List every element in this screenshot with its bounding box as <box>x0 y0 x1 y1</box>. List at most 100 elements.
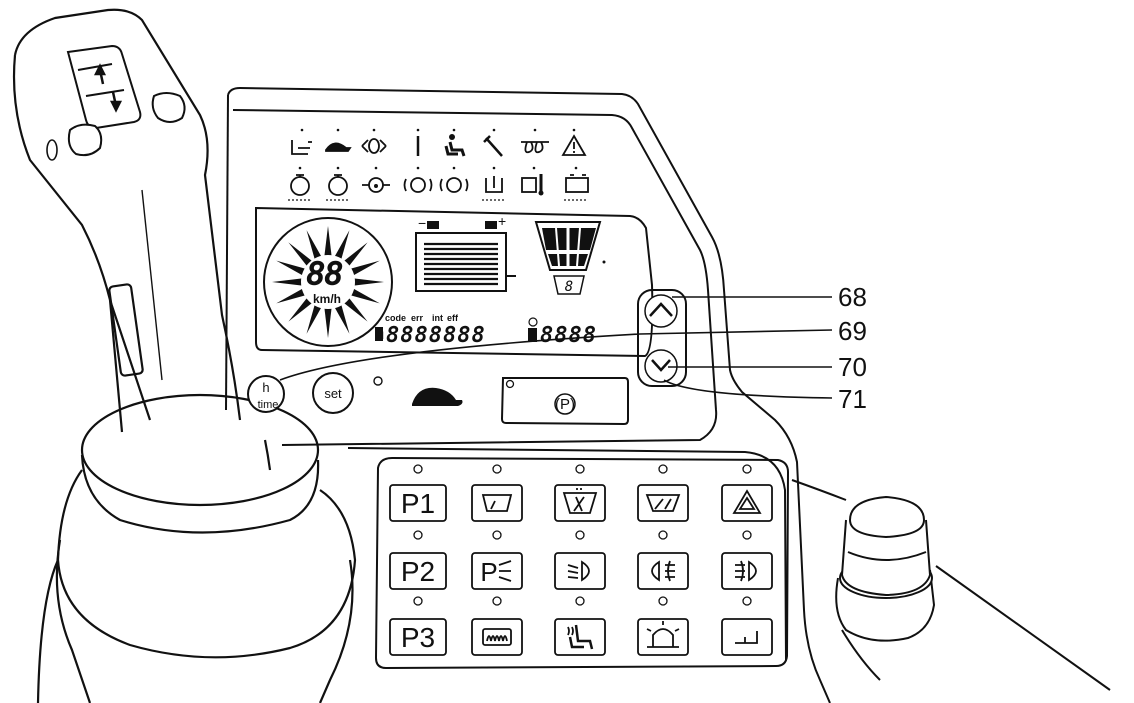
switch-led <box>575 596 585 606</box>
low-beam-button[interactable] <box>554 530 606 590</box>
engine-oil-temp-icon <box>326 166 350 201</box>
gear-digit: 8 <box>565 279 573 295</box>
joystick-side-button[interactable] <box>46 139 58 161</box>
switch-led <box>658 464 668 474</box>
heated-seat-button[interactable] <box>554 596 606 656</box>
set-button[interactable]: set <box>312 372 354 414</box>
battery-charge-icon <box>564 166 589 201</box>
up-down-button-frame <box>637 289 687 387</box>
parking-brake-led <box>505 379 515 389</box>
chevron-up-icon <box>649 302 673 317</box>
speedometer-ray <box>288 242 313 267</box>
odometer: 8888 <box>528 317 596 348</box>
fuel-level-icon <box>416 128 420 156</box>
battery-minus: − <box>418 215 426 231</box>
speedometer-ray <box>306 230 322 260</box>
rear-wiper-icon <box>645 494 681 512</box>
coolant-temp-icon <box>521 166 544 196</box>
switch-led <box>742 596 752 606</box>
parking-brake-button[interactable]: (P) <box>500 377 629 426</box>
rear-wiper-button[interactable] <box>637 464 689 522</box>
set-button-label: set <box>324 386 342 401</box>
callout-69: 69 <box>838 316 867 346</box>
beacon-icon <box>646 621 680 648</box>
left-thumb-button[interactable] <box>67 123 103 157</box>
hour-time-button[interactable]: h time <box>247 375 285 413</box>
speedometer-ray <box>350 260 380 276</box>
service-wrench-icon <box>483 128 503 157</box>
hour-counter-label: eff <box>447 313 459 323</box>
rear-fog-button[interactable] <box>721 530 773 590</box>
front-fog-button[interactable] <box>637 530 689 590</box>
low-beam-icon <box>567 560 590 582</box>
front-fog-icon <box>651 560 675 582</box>
right-thumb-button[interactable] <box>151 92 186 123</box>
down-button[interactable] <box>644 349 678 383</box>
switch-led <box>658 596 668 606</box>
heated-window-icon <box>482 628 512 646</box>
joystick-direction-switch[interactable] <box>66 44 142 130</box>
preset-button-p2[interactable]: P2 <box>389 530 447 590</box>
parking-light-button[interactable]: P <box>471 530 523 590</box>
wiper-washer-button[interactable] <box>554 464 606 522</box>
speed-digits: 88 <box>307 257 343 292</box>
switch-led <box>413 464 423 474</box>
speed-unit: km/h <box>313 292 341 306</box>
steering-icon <box>361 128 387 154</box>
speedometer-ray <box>343 242 368 267</box>
hazard-warning-button[interactable] <box>721 464 773 522</box>
beacon-button[interactable] <box>637 596 689 656</box>
speedometer-ray <box>350 288 380 304</box>
parking-brake-icon <box>554 393 576 415</box>
glow-plug-icon <box>521 128 549 154</box>
hour-time-line1: h <box>262 380 269 395</box>
speedometer-ray <box>334 230 350 260</box>
switch-led <box>413 530 423 540</box>
speedometer-ray <box>324 307 332 338</box>
parking-light-icon: P <box>480 557 512 587</box>
hour-counter-label: int <box>432 313 443 323</box>
parking-brake-icon <box>403 166 433 193</box>
seat-occupancy-icon <box>444 128 466 157</box>
level-indicator: 8 <box>534 221 606 295</box>
turtle-icon <box>412 387 463 406</box>
slow-mode-button[interactable] <box>412 387 463 406</box>
speedometer-ray <box>276 260 306 276</box>
speedometer-segments <box>272 226 384 338</box>
speedometer-ray <box>334 304 350 334</box>
preset-label: P3 <box>401 622 435 653</box>
front-wiper-button[interactable] <box>471 464 523 522</box>
speedometer-center <box>301 255 355 309</box>
switch-led <box>575 464 585 474</box>
rear-fog-icon <box>735 560 757 582</box>
switch-led <box>575 530 585 540</box>
engine-oil-pressure-icon <box>288 166 312 201</box>
speedometer-ray <box>306 304 322 334</box>
callout-leaders <box>279 296 833 399</box>
speedometer-ray <box>276 288 306 304</box>
front-wiper-icon <box>481 494 513 512</box>
chevron-down-icon <box>651 359 671 372</box>
turtle-icon <box>325 128 352 152</box>
joystick[interactable] <box>12 8 357 703</box>
preset-button-p3[interactable]: P3 <box>389 596 447 656</box>
wiper-washer-icon <box>562 488 598 514</box>
switch-led <box>658 530 668 540</box>
switch-led <box>742 530 752 540</box>
up-button[interactable] <box>644 294 678 328</box>
speedometer-ray <box>353 278 384 286</box>
callout-71: 71 <box>838 384 867 414</box>
heated-window-button[interactable] <box>471 596 523 656</box>
preset-label: P2 <box>401 556 435 587</box>
hour-counter-label: code <box>385 313 406 323</box>
rotary-knob[interactable] <box>835 495 936 642</box>
warning-icons-row1 <box>291 128 587 157</box>
float-position-button[interactable] <box>721 596 773 656</box>
hazard-warning-icon <box>732 489 762 514</box>
preset-button-p1[interactable]: P1 <box>389 464 447 522</box>
speedometer-ray <box>343 297 368 322</box>
